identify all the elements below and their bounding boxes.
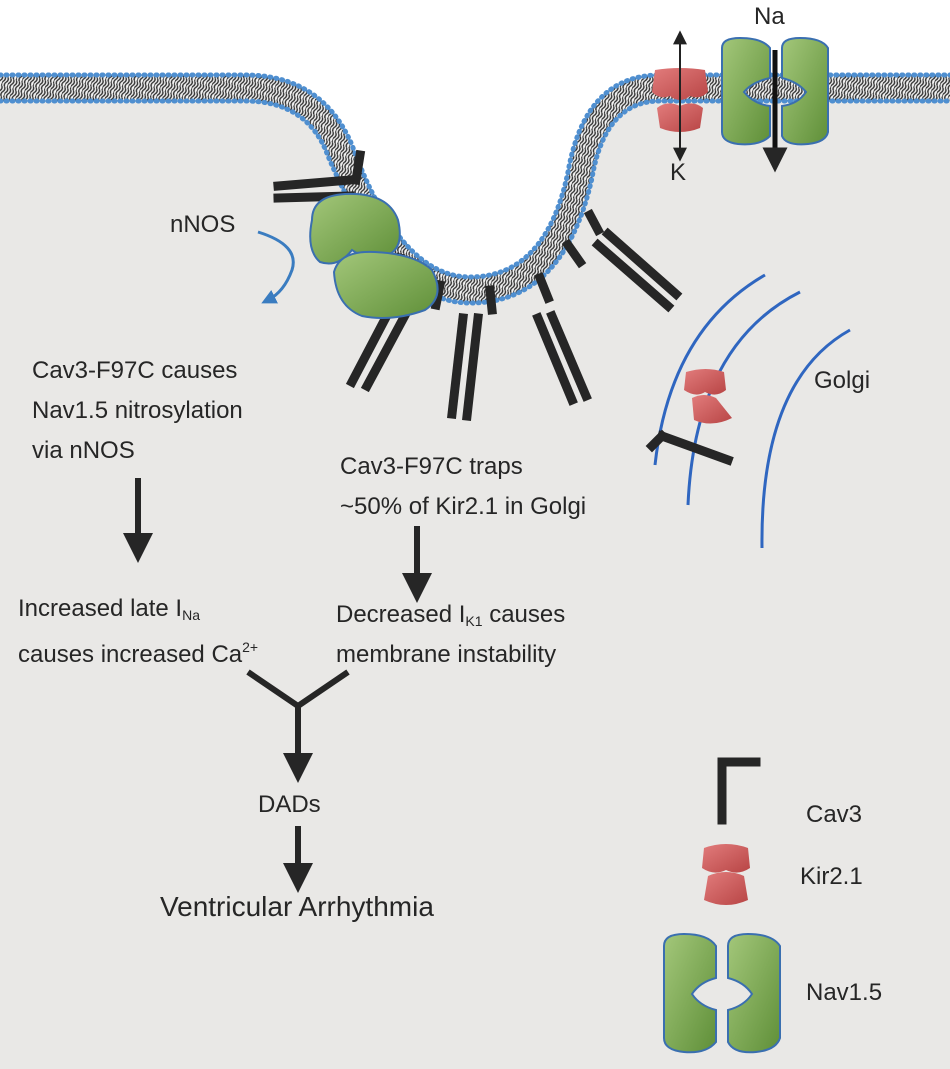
- cell-interior: [0, 100, 950, 1069]
- cav3-trapped-golgi: [645, 429, 734, 466]
- nnos-curved-arrow: [257, 230, 295, 304]
- kir21-trapped-golgi: [684, 369, 732, 424]
- nav15-channel-surface: [721, 36, 829, 146]
- legend-cav3-icon: [717, 757, 761, 825]
- nav15-channel-caveola: [309, 192, 439, 319]
- flow-arrows: [123, 478, 432, 893]
- plasma-membrane: [0, 72, 950, 306]
- legend-kir21-icon: [702, 844, 750, 905]
- legend-nav15-icon: [663, 932, 781, 1054]
